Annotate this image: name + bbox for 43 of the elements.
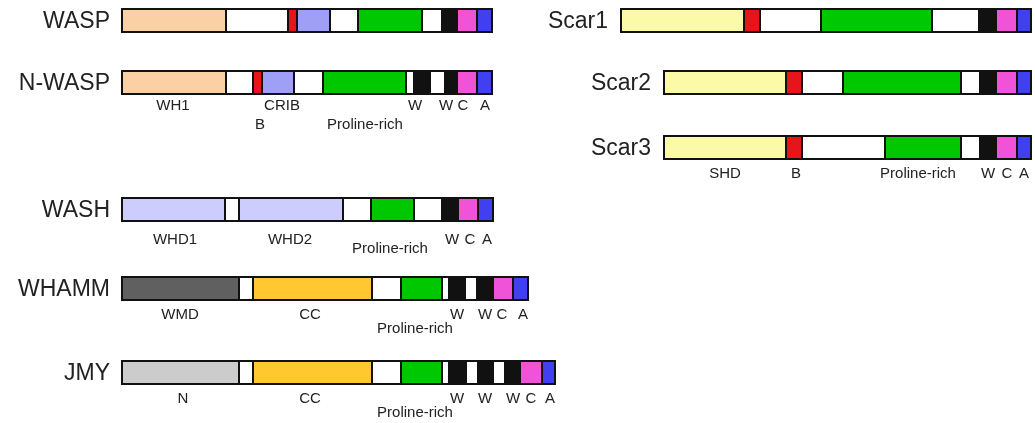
protein-name: Scar3 xyxy=(590,134,651,160)
domain-label: Proline-rich xyxy=(352,239,428,256)
domain-label: A xyxy=(480,96,490,113)
domain-label: C xyxy=(464,230,476,247)
domain-label: C xyxy=(525,389,537,406)
domain-label: WHD2 xyxy=(267,230,313,247)
protein-name: Scar2 xyxy=(590,69,651,95)
domain-label: W xyxy=(449,389,465,406)
domain-label: CC xyxy=(299,389,321,406)
domain-label: CRIB xyxy=(264,96,300,113)
domain-label: WMD xyxy=(161,305,199,322)
protein-name: N-WASP xyxy=(18,69,110,95)
domain-label: A xyxy=(545,389,555,406)
domain-label: N xyxy=(177,389,189,406)
protein-name: WASH xyxy=(41,196,110,222)
domain-label: W xyxy=(980,164,996,181)
protein-name: WHAMM xyxy=(18,275,110,301)
domain-label: W xyxy=(407,96,423,113)
domain-label: Proline-rich xyxy=(327,115,403,132)
domain-label: Proline-rich xyxy=(377,403,453,420)
domain-label: B xyxy=(255,115,265,132)
domain-label: Proline-rich xyxy=(377,319,453,336)
domain-label: A xyxy=(482,230,492,247)
domain-label: W xyxy=(438,96,454,113)
domain-label: A xyxy=(1019,164,1029,181)
domain-label: WHD1 xyxy=(152,230,198,247)
domain-label: Proline-rich xyxy=(880,164,956,181)
protein-name: Scar1 xyxy=(547,7,608,33)
domain-label: SHD xyxy=(709,164,741,181)
domain-label: C xyxy=(457,96,469,113)
protein-name: WASP xyxy=(43,7,110,33)
domain-label: CC xyxy=(299,305,321,322)
domain-label: W xyxy=(477,305,493,322)
domain-label: W xyxy=(449,305,465,322)
domain-label: C xyxy=(1001,164,1013,181)
protein-name: JMY xyxy=(64,359,110,385)
domain-label: A xyxy=(518,305,528,322)
domain-label: B xyxy=(791,164,801,181)
domain-label: W xyxy=(477,389,493,406)
domain-label: WH1 xyxy=(156,96,190,113)
domain-label: W xyxy=(444,230,460,247)
domain-label: W xyxy=(505,389,521,406)
domain-label: C xyxy=(496,305,508,322)
